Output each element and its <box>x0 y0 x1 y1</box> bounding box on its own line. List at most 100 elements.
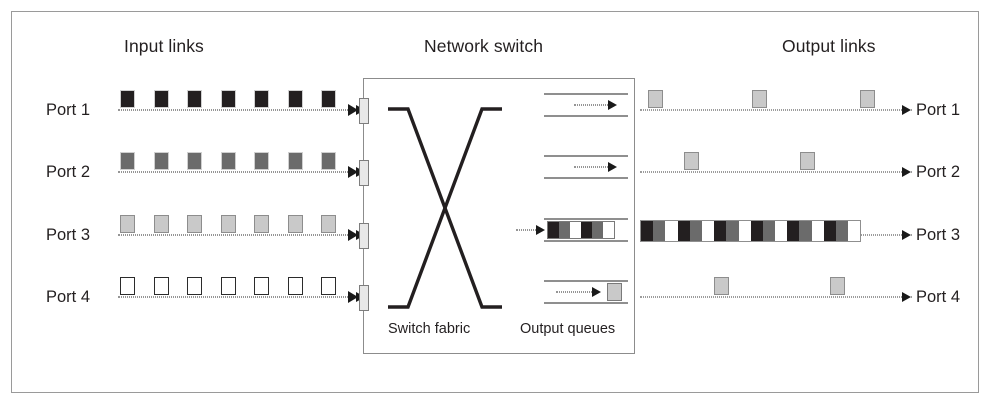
output-packet <box>738 221 751 241</box>
input-packet <box>254 215 269 233</box>
queue-feed-dots <box>574 104 610 106</box>
output-packet <box>811 221 824 241</box>
switch-input-arrow-1 <box>348 104 358 116</box>
input-dotted-line <box>118 109 358 111</box>
output-packet <box>701 221 715 241</box>
input-packet <box>254 90 269 108</box>
input-packet <box>220 215 236 233</box>
input-link-port-2 <box>118 152 365 189</box>
caption-switch-fabric: Switch fabric <box>388 321 471 337</box>
output-packet-train <box>640 220 862 242</box>
switch-input-arrow-4 <box>348 291 358 303</box>
output-packet <box>799 221 812 241</box>
queue-cell <box>608 284 621 300</box>
input-packet <box>120 215 135 233</box>
switch-input-tab-4 <box>359 285 369 311</box>
queue-feed-dots <box>556 291 594 293</box>
input-packet <box>153 215 169 233</box>
output-link-port-4 <box>640 277 912 314</box>
output-packet <box>714 221 727 241</box>
input-packet <box>153 277 169 295</box>
output-packet <box>762 221 776 241</box>
input-packet <box>287 215 303 233</box>
output-port-label-4: Port 4 <box>916 288 961 306</box>
input-packet <box>187 152 202 170</box>
switch-input-arrow-3 <box>348 229 358 241</box>
queue-feed-arrow <box>536 225 545 235</box>
input-link-port-1 <box>118 90 365 127</box>
queue-cell <box>548 222 559 238</box>
queue-feed-arrow <box>608 162 617 172</box>
output-packet <box>823 221 836 241</box>
input-dotted-line <box>118 234 358 236</box>
output-packet <box>800 152 815 170</box>
input-dotted-line <box>118 171 358 173</box>
output-packet <box>684 152 699 170</box>
queue-cell <box>592 222 603 238</box>
output-packet <box>653 221 666 241</box>
switch-input-tab-2 <box>359 160 369 186</box>
input-packet <box>220 152 236 170</box>
output-queue-port-2 <box>544 155 628 179</box>
switch-fabric-svg <box>388 107 502 309</box>
switch-fabric-graphic <box>386 97 504 319</box>
queue-feed-dots <box>516 229 538 231</box>
input-packet <box>220 90 236 108</box>
output-dotted-line <box>640 171 912 173</box>
output-packet <box>848 221 861 241</box>
output-link-port-2 <box>640 152 912 189</box>
output-packet <box>787 221 800 241</box>
queue-cell-block <box>547 221 615 239</box>
output-queue-port-1 <box>544 93 628 117</box>
output-arrow-head <box>902 230 911 240</box>
output-packet <box>726 221 739 241</box>
input-packet <box>254 277 269 295</box>
output-link-port-3 <box>640 218 912 252</box>
input-packet <box>187 90 202 108</box>
input-packet <box>120 152 135 170</box>
input-packet <box>287 90 303 108</box>
input-packet <box>153 90 169 108</box>
output-packet <box>714 277 729 295</box>
queue-cell-block <box>607 283 622 301</box>
input-link-port-4 <box>118 277 365 314</box>
input-dotted-line <box>118 296 358 298</box>
heading-input-links: Input links <box>124 36 204 56</box>
switch-input-tab-3 <box>359 223 369 249</box>
network-switch-box: Switch fabric Output queues <box>348 78 635 354</box>
queue-cell <box>603 222 614 238</box>
queue-feed-arrow <box>608 100 617 110</box>
output-packet <box>665 221 678 241</box>
queue-cell <box>559 222 570 238</box>
input-port-label-2: Port 2 <box>46 163 91 181</box>
input-port-label-4: Port 4 <box>46 288 91 306</box>
input-packet <box>254 152 269 170</box>
output-arrow-head <box>902 167 911 177</box>
switch-input-arrow-2 <box>348 166 358 178</box>
input-packet <box>321 152 336 170</box>
output-packet <box>750 221 763 241</box>
output-dotted-line <box>640 296 912 298</box>
output-packet <box>860 90 875 108</box>
output-arrow-head <box>902 292 911 302</box>
output-port-label-1: Port 1 <box>916 101 961 119</box>
output-port-label-2: Port 2 <box>916 163 961 181</box>
input-packet <box>220 277 236 295</box>
output-packet <box>648 90 663 108</box>
output-queue-port-4 <box>544 280 628 304</box>
heading-network-switch: Network switch <box>424 36 544 56</box>
output-packet <box>775 221 788 241</box>
output-packet <box>641 221 654 241</box>
heading-output-links: Output links <box>782 36 876 56</box>
output-packet <box>752 90 767 108</box>
input-packet <box>120 90 135 108</box>
output-queue-port-3 <box>516 218 628 242</box>
queue-feed-arrow <box>592 287 601 297</box>
output-port-label-3: Port 3 <box>916 226 961 244</box>
input-packet <box>187 215 202 233</box>
input-packet <box>321 215 336 233</box>
input-port-label-3: Port 3 <box>46 226 91 244</box>
input-packet <box>287 277 303 295</box>
output-dotted-line <box>640 109 912 111</box>
